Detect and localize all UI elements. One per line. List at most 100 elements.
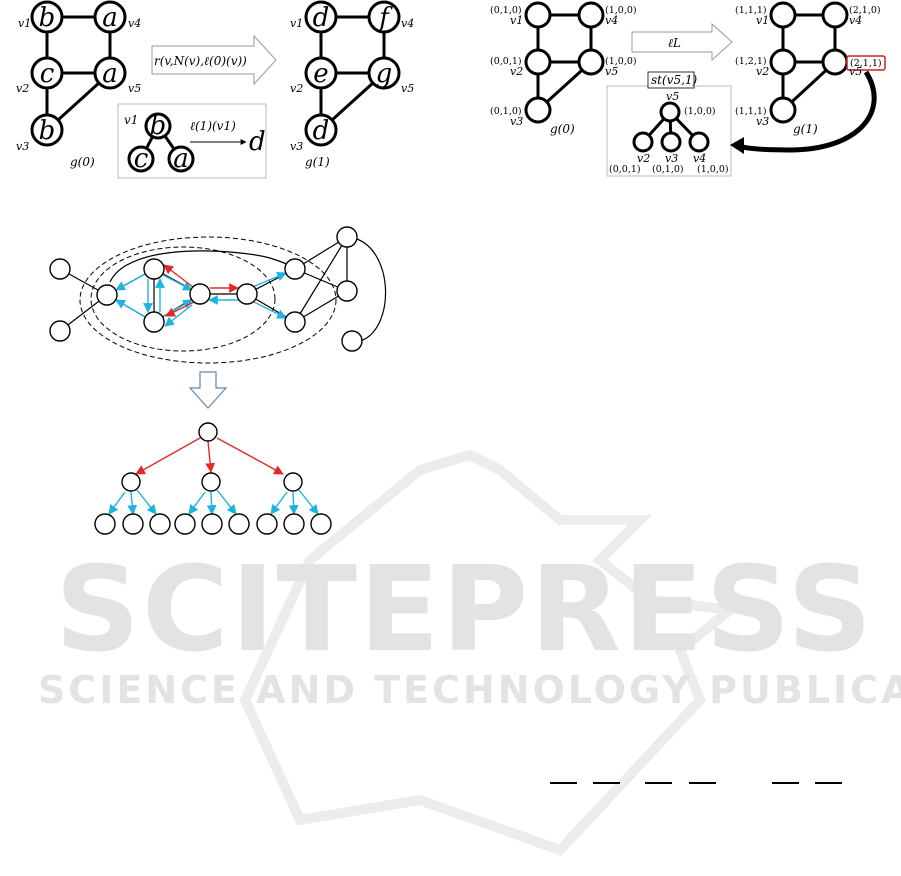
relabel-arrow <box>151 34 277 86</box>
watermark-subtitle: SCIENCE AND TECHNOLOGY PUBLICATIONS <box>38 668 901 712</box>
node-vector: (0,1,0) <box>490 5 522 16</box>
vertex-id: v3 <box>16 140 29 153</box>
tree-leaf-node <box>228 513 250 535</box>
subtree-child-node <box>688 131 710 153</box>
graph-node <box>577 1 605 29</box>
subtree-root-id: v5 <box>666 90 679 103</box>
neighborhood-ellipse <box>79 236 337 364</box>
subtree-inset <box>606 85 732 177</box>
graph-caption: g(0) <box>70 155 95 169</box>
tree-leaf-node <box>310 513 332 535</box>
neighborhood-graph-panel <box>49 226 387 364</box>
inset-root-node: b <box>144 111 172 141</box>
tree-first-level-edges <box>135 437 284 475</box>
subtree-child-id: v4 <box>693 152 706 165</box>
inset-child-node: a <box>167 144 195 174</box>
inset-child-node: c <box>127 144 155 174</box>
watermark-shape <box>239 449 743 856</box>
tree-node <box>121 472 141 492</box>
node-vector: (1,0,0) <box>605 5 637 16</box>
node-vector: (1,1,1) <box>735 106 767 117</box>
first-level-arrows <box>163 264 239 317</box>
relabel-function-label: ℓL <box>668 36 681 50</box>
second-level-arrows <box>115 271 287 327</box>
watermark-title: SCITEPRESS <box>55 540 874 678</box>
svg-text:d: d <box>313 116 330 146</box>
vertex-id: v1 <box>510 14 523 27</box>
svg-text:c: c <box>134 144 149 174</box>
graph-node <box>341 330 363 352</box>
relabel-right-panel: (0,1,0) v1 (1,0,0) v4 (0,0,1) v2 (1,0,0)… <box>490 1 886 177</box>
vertex-id: v4 <box>849 14 862 27</box>
tree-second-level-edges <box>108 489 319 515</box>
node-vector: (2,1,1) <box>850 58 882 69</box>
tree-leaf-node <box>149 513 171 535</box>
graph-node: a <box>93 0 127 34</box>
svg-text:a: a <box>102 3 118 33</box>
node-vector: (2,1,0) <box>849 5 881 16</box>
graph-node: a <box>93 56 127 90</box>
svg-text:d: d <box>313 3 330 33</box>
graph-node <box>284 311 306 333</box>
subtree-child-id: v3 <box>665 152 678 165</box>
graph-node <box>189 283 211 305</box>
tree-node <box>201 472 221 492</box>
subtree-child-id: v2 <box>637 152 650 165</box>
graph-caption: g(1) <box>305 155 330 169</box>
watermark: SCITEPRESS SCIENCE AND TECHNOLOGY PUBLIC… <box>38 449 901 856</box>
graph-node <box>769 48 797 76</box>
vertex-id: v4 <box>128 17 141 30</box>
curved-arrowhead <box>730 137 744 154</box>
subtree-child-node <box>660 131 682 153</box>
vertex-id: v2 <box>290 82 303 95</box>
vertex-id: v4 <box>605 14 618 27</box>
node-vector: (1,0,0) <box>605 56 637 67</box>
tree-node <box>283 472 303 492</box>
graph-node: f <box>367 0 401 34</box>
tree-root-node <box>198 422 218 442</box>
vertex-id: v4 <box>401 17 414 30</box>
graph-node <box>769 1 797 29</box>
svg-text:e: e <box>313 59 328 89</box>
subtree-title: st(v5,1) <box>651 73 698 87</box>
vertex-id: v5 <box>605 65 618 78</box>
inset-function: ℓ(1)(v1) <box>190 119 236 133</box>
graph-node <box>524 48 552 76</box>
neighborhood-tree-panel <box>94 422 332 535</box>
node-vector: (0,1,0) <box>490 106 522 117</box>
tree-leaf-node <box>256 513 278 535</box>
graph-node <box>821 1 849 29</box>
svg-text:c: c <box>40 59 55 89</box>
node-vector: (1,1,1) <box>735 5 767 16</box>
tree-leaf-node <box>174 513 196 535</box>
neighborhood-ellipse <box>90 246 276 352</box>
graph-node: b <box>30 113 64 147</box>
graph-node: e <box>304 56 338 90</box>
vertex-id: v3 <box>756 115 769 128</box>
graph-node <box>143 258 165 280</box>
graph-node <box>821 48 849 76</box>
graph-node <box>524 1 552 29</box>
subtree-title-box <box>647 71 695 89</box>
relabel-function-label: r(v,N(v),ℓ(0)(v)) <box>154 54 247 68</box>
tree-leaf-node <box>122 513 144 535</box>
graph-node: g <box>367 56 401 90</box>
svg-text:b: b <box>150 111 167 141</box>
graph-node <box>284 258 306 280</box>
vertex-id: v3 <box>290 140 303 153</box>
vertex-id: v5 <box>401 82 414 95</box>
svg-text:a: a <box>173 144 189 174</box>
subtree-child-vector: (0,1,0) <box>652 164 684 175</box>
highlight-box <box>846 55 886 71</box>
graph-node <box>143 311 165 333</box>
graph-node <box>336 226 358 248</box>
vertex-id: v5 <box>128 82 141 95</box>
subtree-child-vector: (0,0,1) <box>609 164 641 175</box>
graph-caption: g(1) <box>793 122 818 136</box>
subtree-child-vector: (1,0,0) <box>697 164 729 175</box>
svg-text:g: g <box>376 59 393 89</box>
node-vector: (1,2,1) <box>735 56 767 67</box>
graph-node: c <box>30 56 64 90</box>
vertex-id: v3 <box>510 115 523 128</box>
